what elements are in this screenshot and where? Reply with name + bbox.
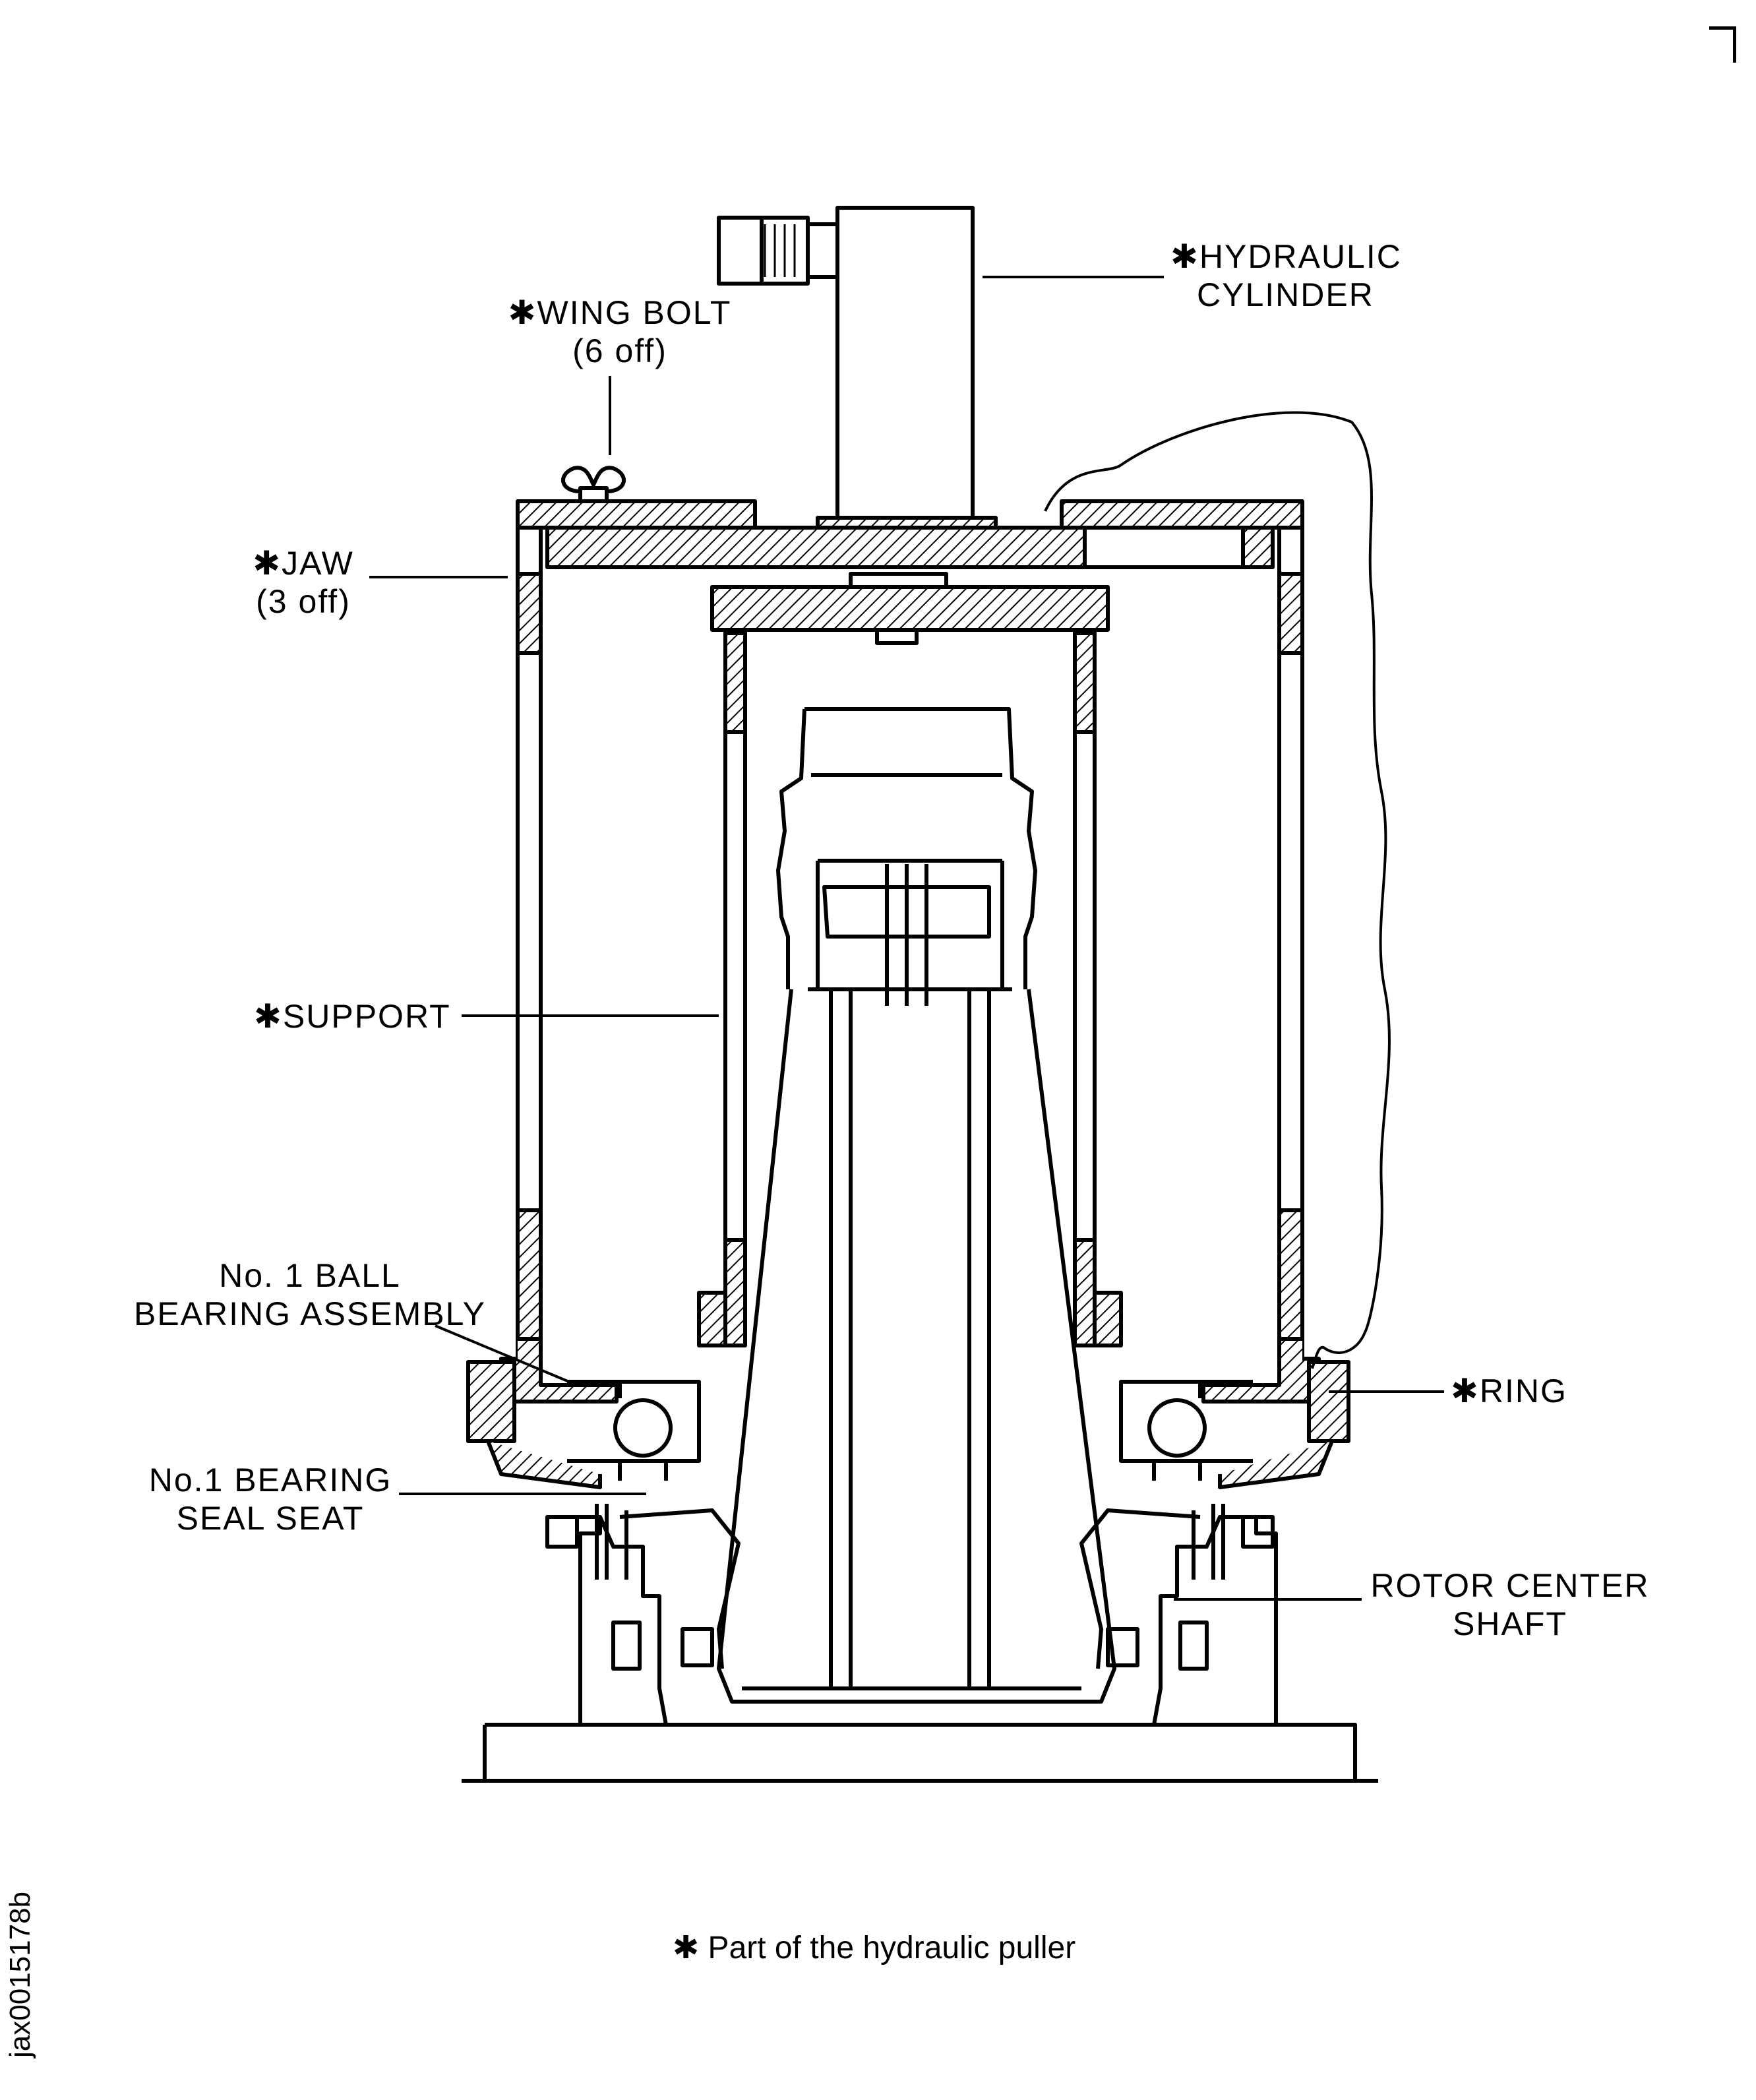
ball-bearing-right xyxy=(1119,1380,1253,1481)
jaw-left xyxy=(466,501,619,1489)
seal-right xyxy=(1079,1504,1275,1725)
label-support: ✱SUPPORT xyxy=(254,998,451,1035)
lifting-wire xyxy=(1044,411,1391,1369)
label-ball-bearing-assembly: No. 1 BALL BEARING ASSEMBLY xyxy=(133,1257,487,1332)
rotor-center-shaft xyxy=(717,707,1116,1704)
corner-mark xyxy=(1709,26,1736,63)
label-hydraulic-cylinder: ✱HYDRAULIC CYLINDER xyxy=(1170,238,1402,313)
document-id: jax0015178b xyxy=(4,1891,36,2058)
jaw-right xyxy=(1201,501,1350,1489)
jaw-top xyxy=(516,499,1304,569)
leader-lines xyxy=(369,276,1444,1601)
seal-left xyxy=(545,1504,741,1725)
label-jaw: ✱JAW (3 off) xyxy=(253,545,354,620)
footnote: ✱ Part of the hydraulic puller xyxy=(673,1930,1076,1965)
hydraulic-cylinder xyxy=(717,206,975,520)
support xyxy=(697,572,1123,1347)
label-rotor-center-shaft: ROTOR CENTER SHAFT xyxy=(1370,1567,1650,1642)
label-ring: ✱RING xyxy=(1451,1373,1567,1409)
label-wing-bolt: ✱WING BOLT (6 off) xyxy=(508,294,732,369)
ball-bearing-left xyxy=(567,1380,701,1481)
housing xyxy=(578,1517,1278,1725)
base-plate xyxy=(462,1723,1378,1783)
label-bearing-seal-seat: No.1 BEARING SEAL SEAT xyxy=(148,1462,392,1537)
wing-bolt xyxy=(561,466,626,501)
